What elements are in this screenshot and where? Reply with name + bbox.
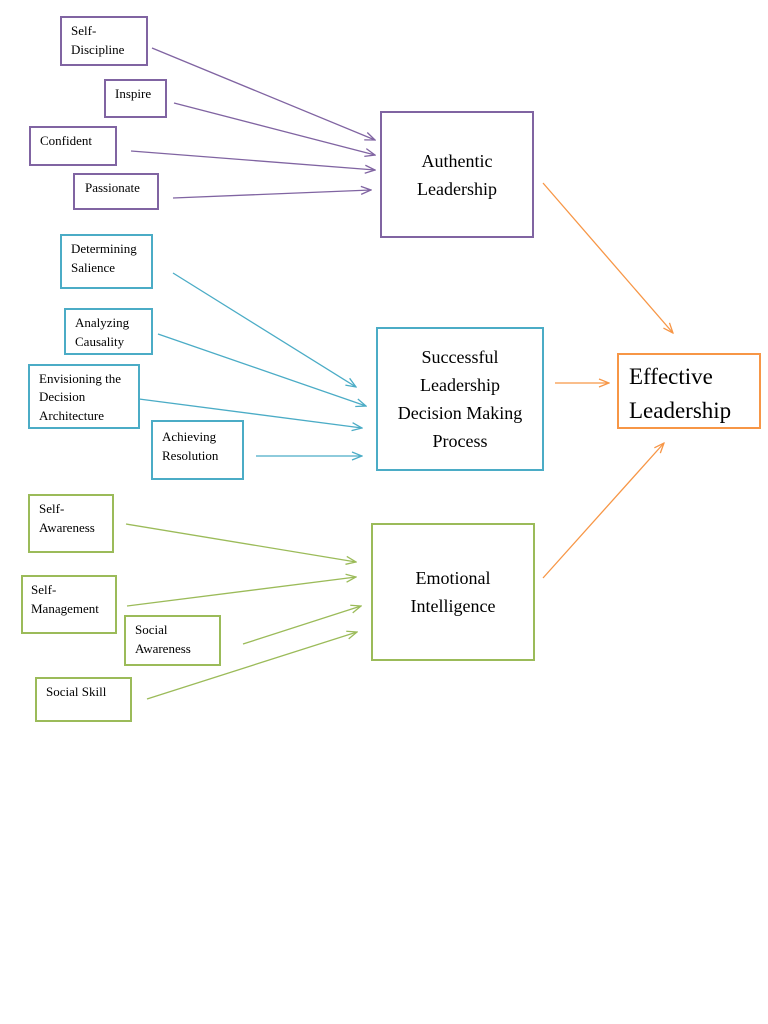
arrow-social-skill bbox=[146, 632, 357, 700]
emotional-intelligence-box: Emotional Intelligence bbox=[371, 523, 535, 661]
arrow-emotional-to-effective bbox=[542, 443, 664, 579]
arrow-self-discipline bbox=[151, 47, 375, 140]
decision-making-box: Successful Leadership Decision Making Pr… bbox=[376, 327, 544, 471]
node-analyzing-causality: Analyzing Causality bbox=[64, 308, 153, 355]
arrow-determining-salience bbox=[172, 272, 356, 387]
arrow-passionate bbox=[172, 190, 371, 199]
effective-leadership-box: Effective Leadership bbox=[617, 353, 761, 429]
node-confident: Confident bbox=[29, 126, 117, 166]
arrow-envisioning bbox=[138, 398, 362, 428]
arrow-confident bbox=[130, 150, 375, 170]
authentic-leadership-box: Authentic Leadership bbox=[380, 111, 534, 238]
arrow-authentic-to-effective bbox=[542, 182, 673, 333]
node-self-discipline: Self- Discipline bbox=[60, 16, 148, 66]
arrow-analyzing-causality bbox=[157, 333, 366, 406]
node-social-awareness: Social Awareness bbox=[124, 615, 221, 666]
node-determining-salience: Determining Salience bbox=[60, 234, 153, 289]
node-self-management: Self- Management bbox=[21, 575, 117, 634]
node-self-awareness: Self- Awareness bbox=[28, 494, 114, 553]
node-achieving-resolution: Achieving Resolution bbox=[151, 420, 244, 480]
arrow-social-awareness bbox=[242, 606, 361, 645]
arrow-self-management bbox=[126, 577, 356, 607]
node-passionate: Passionate bbox=[73, 173, 159, 210]
node-inspire: Inspire bbox=[104, 79, 167, 118]
node-envisioning-decision-architecture: Envisioning the Decision Architecture bbox=[28, 364, 140, 429]
node-social-skill: Social Skill bbox=[35, 677, 132, 722]
arrow-inspire bbox=[173, 102, 375, 155]
arrow-self-awareness bbox=[125, 523, 356, 562]
